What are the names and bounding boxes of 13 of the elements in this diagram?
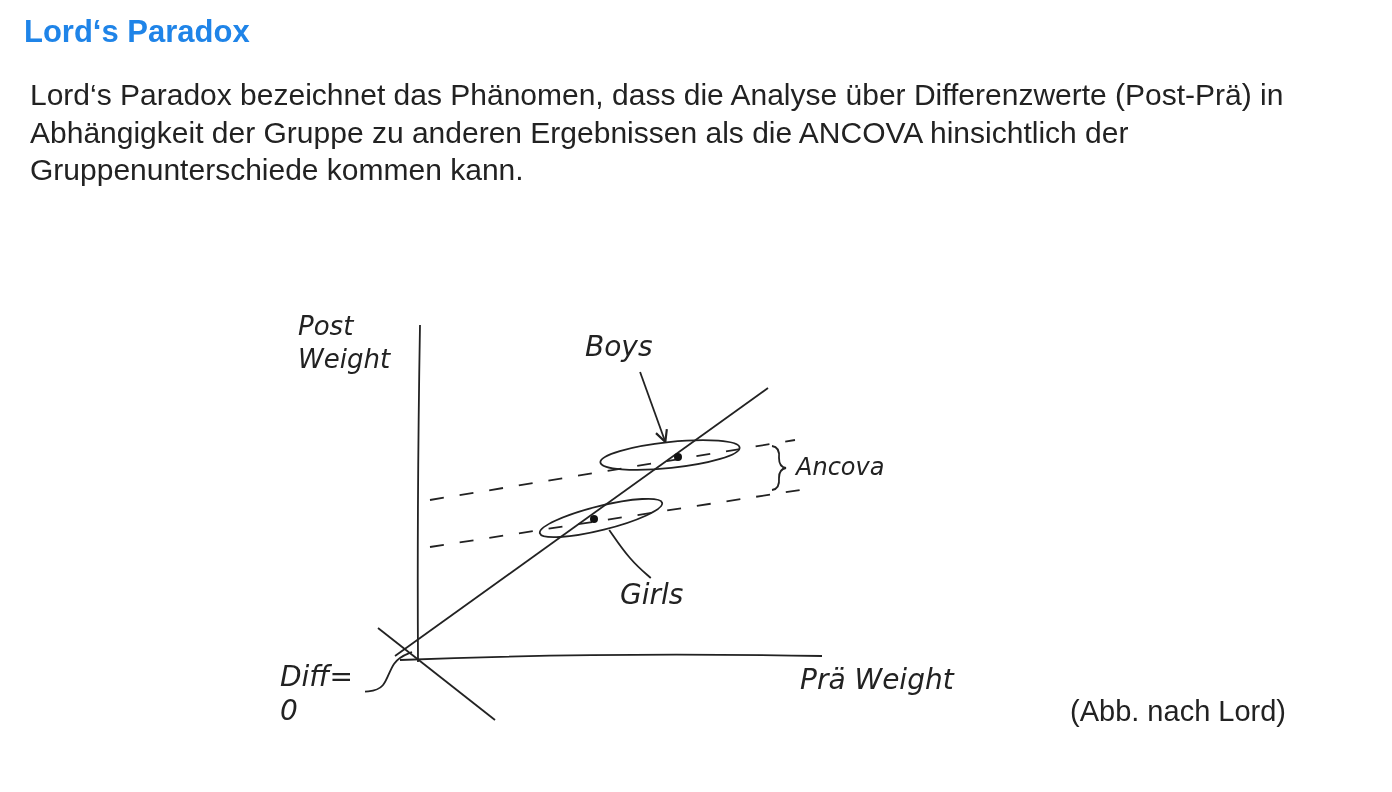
group-ellipse	[536, 496, 666, 540]
handwritten-label: Diff= 0	[280, 660, 354, 728]
title: Lord‘s Paradox	[24, 14, 250, 50]
arrow	[639, 371, 668, 444]
handwritten-label: Girls	[620, 578, 685, 612]
axis-label: Prä Weight	[800, 662, 956, 697]
axis-label: Post Weight	[298, 310, 392, 375]
annotation-label: Ancova	[796, 452, 886, 482]
description-text: Lord‘s Paradox bezeichnet das Phänomen, dass die Analyse über Differenzwerte (Post-Prä) in Abhängigkeit der Gruppe zu anderen Ergebnissen als die ANCOVA hinsichtlich der Gruppenunterschiede kommen kann.	[30, 77, 1285, 188]
source-note: (Abb. nach Lord)	[1070, 694, 1287, 729]
leader-line	[364, 651, 413, 693]
leader-line	[608, 529, 652, 579]
handwritten-label: Boys	[585, 330, 654, 364]
